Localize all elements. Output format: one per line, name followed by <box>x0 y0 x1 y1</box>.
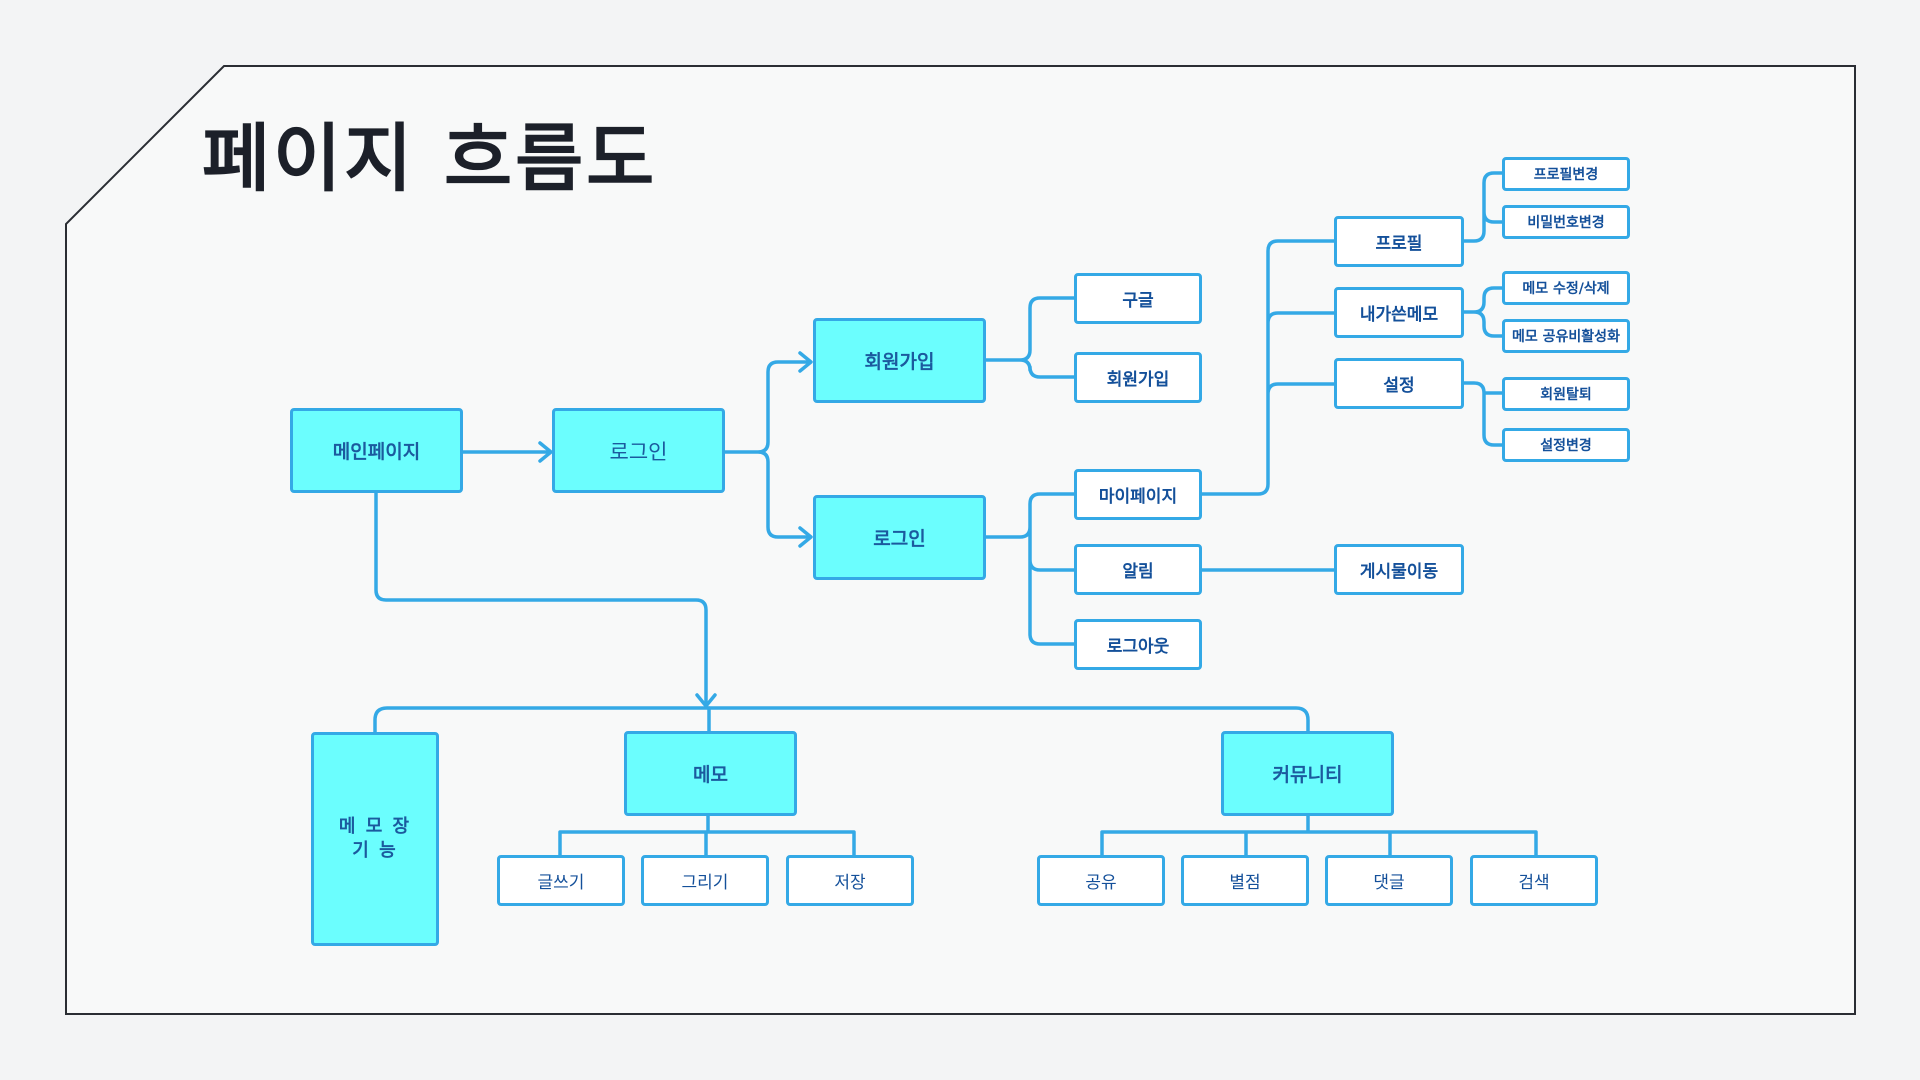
node-memo-edit-delete[interactable]: 메모 수정/삭제 <box>1502 271 1630 305</box>
node-write[interactable]: 글쓰기 <box>497 855 625 906</box>
node-post-move[interactable]: 게시물이동 <box>1334 544 1464 595</box>
node-signup-form[interactable]: 회원가입 <box>1074 352 1202 403</box>
node-alarm[interactable]: 알림 <box>1074 544 1202 595</box>
node-memo[interactable]: 메모 <box>624 731 797 816</box>
node-login-gate[interactable]: 로그인 <box>552 408 725 493</box>
arrowhead <box>798 526 813 548</box>
edge-memo-children <box>558 812 856 858</box>
node-comment[interactable]: 댓글 <box>1325 855 1453 906</box>
node-main-page[interactable]: 메인페이지 <box>290 408 463 493</box>
node-profile-change[interactable]: 프로필변경 <box>1502 157 1630 191</box>
node-memo-features[interactable]: 메 모 장 기 능 <box>311 732 439 946</box>
edge-signup-children <box>983 296 1078 379</box>
node-logout[interactable]: 로그아웃 <box>1074 619 1202 670</box>
arrowhead <box>538 441 553 463</box>
node-settings-change[interactable]: 설정변경 <box>1502 428 1630 462</box>
node-save[interactable]: 저장 <box>786 855 914 906</box>
page-title: 페이지 흐름도 <box>202 116 658 202</box>
node-settings[interactable]: 설정 <box>1334 358 1464 409</box>
edge-settings-children <box>1461 381 1506 447</box>
node-my-memos[interactable]: 내가쓴메모 <box>1334 287 1464 338</box>
edge-login-children <box>983 492 1078 646</box>
edge-community-children <box>1100 812 1538 858</box>
arrowhead <box>695 693 717 708</box>
node-draw[interactable]: 그리기 <box>641 855 769 906</box>
node-memo-share-disable[interactable]: 메모 공유비활성화 <box>1502 319 1630 353</box>
edge-mypage-children <box>1199 239 1338 496</box>
node-google[interactable]: 구글 <box>1074 273 1202 324</box>
edge-login-to-branches <box>722 360 812 539</box>
node-search[interactable]: 검색 <box>1470 855 1598 906</box>
node-mypage[interactable]: 마이페이지 <box>1074 469 1202 520</box>
edge-profile-children <box>1461 171 1506 243</box>
node-password-change[interactable]: 비밀번호변경 <box>1502 205 1630 239</box>
node-signup[interactable]: 회원가입 <box>813 318 986 403</box>
node-withdraw[interactable]: 회원탈퇴 <box>1502 377 1630 411</box>
edge-bottom-bus <box>373 706 1310 734</box>
node-profile[interactable]: 프로필 <box>1334 216 1464 267</box>
node-community[interactable]: 커뮤니티 <box>1221 731 1394 816</box>
arrowhead <box>798 351 813 373</box>
node-share[interactable]: 공유 <box>1037 855 1165 906</box>
node-rating[interactable]: 별점 <box>1181 855 1309 906</box>
node-login[interactable]: 로그인 <box>813 495 986 580</box>
edge-memos-children <box>1461 286 1506 338</box>
edge-main-to-bottom <box>374 491 708 706</box>
